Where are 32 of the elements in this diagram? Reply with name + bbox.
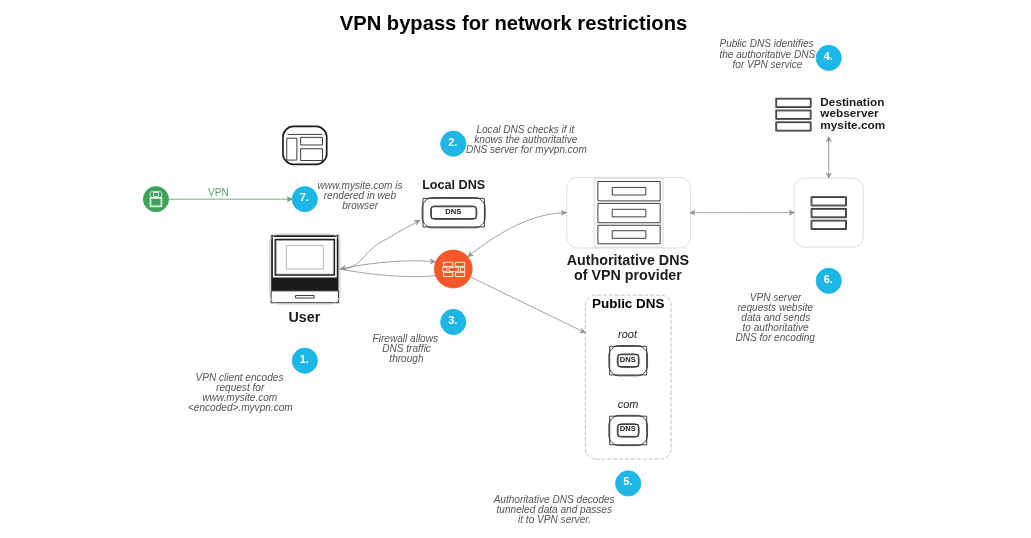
node-circle: 2. — [440, 130, 467, 157]
node-label: www.mysite.com is rendered in web browser — [317, 179, 403, 211]
arrow — [826, 136, 832, 179]
node-box — [793, 177, 864, 248]
diagram-title: VPN bypass for network restrictions — [339, 12, 688, 35]
node-label: VPN client encodes request for www.mysite.com <encoded>.myvpn.com — [187, 371, 293, 413]
node-circle: 5. — [615, 470, 642, 497]
node-label: com — [617, 398, 639, 411]
node-circle: 1. — [291, 347, 318, 374]
node-label: Local DNS — [422, 178, 486, 193]
arrow — [340, 258, 436, 271]
node-circle: 6. — [815, 267, 842, 294]
arrow — [339, 219, 421, 270]
node-label: Authoritative DNS of VPN provider — [566, 252, 689, 283]
node-picture — [282, 125, 328, 166]
node-label: Local DNS checks if it knows the authoritative DNS server for myvpn.com — [465, 124, 587, 156]
node-circle — [142, 186, 169, 213]
arrow — [470, 276, 586, 334]
node-label: Destination webserver mysite.com — [820, 94, 886, 132]
node-label: User — [288, 308, 321, 325]
node-label: Authoritative DNS decodes tunneled data and passes it to VPN server. — [493, 494, 615, 526]
edge-label: VPN — [208, 187, 229, 199]
node-label: Public DNS identifies the authoritative DNS for VPN service — [719, 38, 816, 70]
node-label: Firewall allows DNS traffic through — [372, 332, 439, 365]
node-circle: 4. — [815, 44, 842, 71]
arrow — [467, 210, 567, 258]
node-label: VPN server requests website data and sends to authoritative DNS for encoding — [735, 291, 815, 343]
node-circle: 7. — [291, 186, 318, 213]
arrow — [168, 196, 293, 202]
arrow — [689, 209, 795, 216]
node-circle: 3. — [440, 308, 467, 336]
node-label: root — [618, 328, 637, 341]
